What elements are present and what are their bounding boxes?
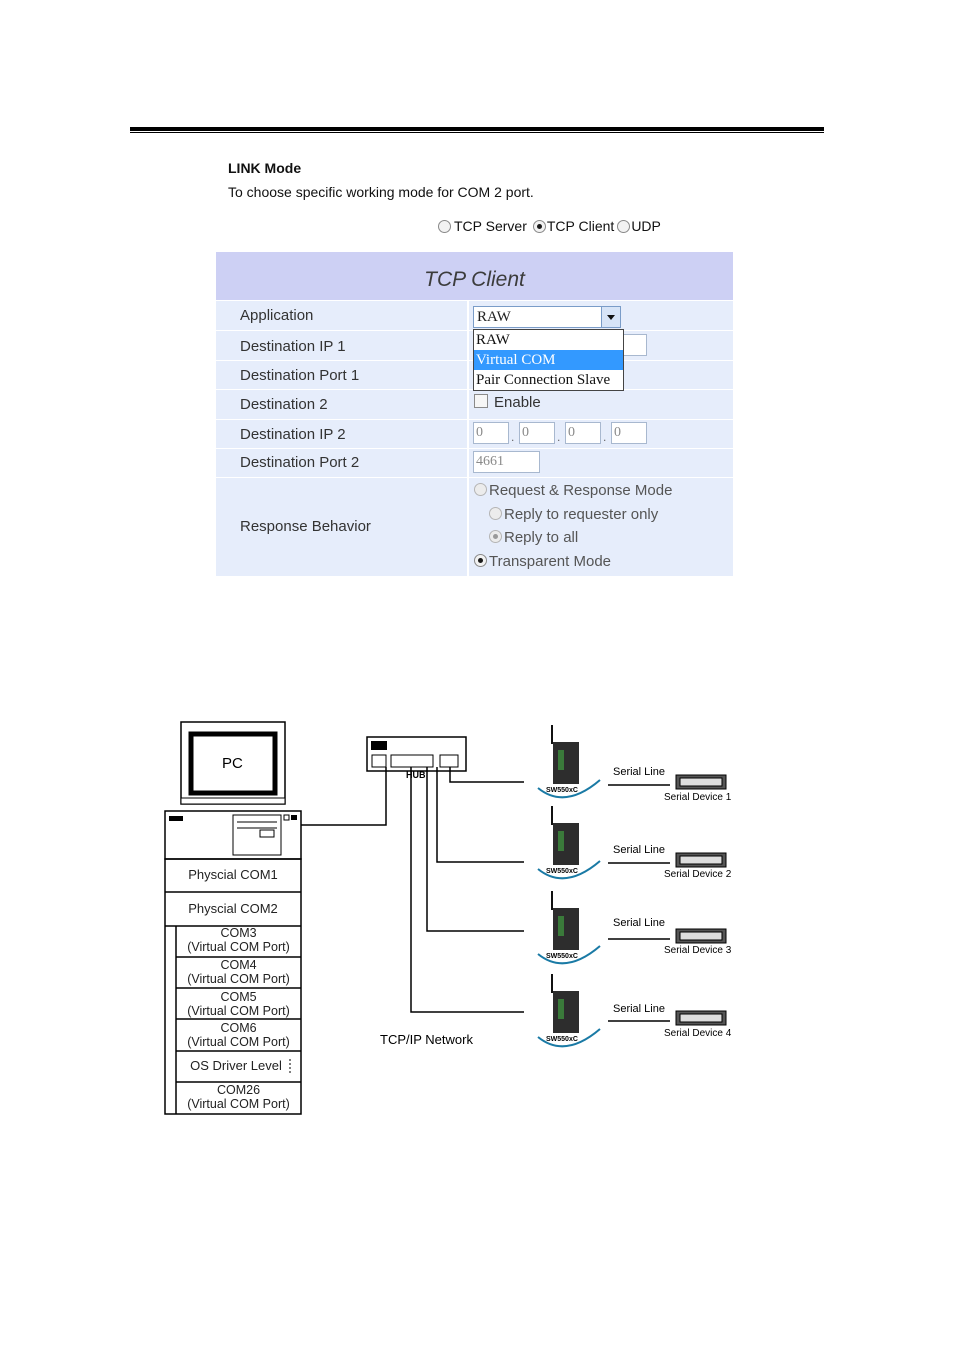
com3-name: COM3 — [220, 926, 257, 940]
pc-monitor-icon — [180, 721, 286, 805]
com-port-physical-2: Physcial COM2 — [188, 901, 278, 916]
com5-type: (Virtual COM Port) — [187, 1004, 290, 1018]
application-label: Application — [240, 307, 314, 324]
network-label: TCP/IP Network — [380, 1032, 473, 1047]
header-rule — [130, 127, 824, 131]
tcp-client-label[interactable]: TCP Client — [546, 218, 615, 234]
dest-port1-label: Destination Port 1 — [240, 367, 360, 384]
ip-separator: . — [603, 430, 607, 444]
com-port-com26: COM26 (Virtual COM Port) — [176, 1083, 301, 1111]
device-model-3: SW550xC — [546, 953, 578, 960]
pc-case-icon — [164, 810, 302, 860]
row-dest-port2: Destination Port 2 — [216, 448, 733, 477]
com-port-com5: COM5 (Virtual COM Port) — [176, 990, 301, 1018]
reply-requester-radio[interactable] — [489, 507, 502, 520]
dropdown-option-raw[interactable]: RAW — [476, 332, 510, 348]
link-mode-description: To choose specific working mode for COM … — [228, 184, 534, 200]
dest2-enable-label: Enable — [494, 394, 541, 411]
reply-all-radio[interactable] — [489, 530, 502, 543]
device-model-4: SW550xC — [546, 1036, 578, 1043]
dest-ip2-octet-2[interactable]: 0 — [519, 422, 555, 444]
com-port-physical-1: Physcial COM1 — [188, 867, 278, 882]
dropdown-option-virtual-com[interactable]: Virtual COM — [474, 350, 623, 370]
serial-device-1-icon — [675, 774, 727, 790]
dest2-enable-checkbox[interactable] — [474, 394, 488, 408]
response-behavior-label: Response Behavior — [240, 518, 371, 535]
serial-device-1-label: Serial Device 1 — [664, 792, 732, 803]
serial-device-2-label: Serial Device 2 — [664, 869, 732, 880]
dest-port2-label: Destination Port 2 — [240, 454, 360, 471]
transparent-mode-radio[interactable] — [474, 554, 487, 567]
serial-line-label-4: Serial Line — [613, 1003, 665, 1015]
com3-type: (Virtual COM Port) — [187, 940, 290, 954]
serial-line-label-1: Serial Line — [613, 766, 665, 778]
hub-label: HUB — [406, 770, 426, 780]
request-response-radio[interactable] — [474, 483, 487, 496]
dest-ip2-octet-1[interactable]: 0 — [473, 422, 509, 444]
serial-device-3-label: Serial Device 3 — [664, 945, 732, 956]
com-port-com3: COM3 (Virtual COM Port) — [176, 926, 301, 954]
os-driver-level: OS Driver Level — [190, 1058, 282, 1073]
dest-ip2-octet-4[interactable]: 0 — [611, 422, 647, 444]
pc-label: PC — [222, 755, 243, 772]
dest2-label: Destination 2 — [240, 396, 328, 413]
application-select[interactable]: RAW — [473, 306, 621, 328]
request-response-label: Request & Response Mode — [489, 482, 673, 499]
header-rule-thin — [130, 132, 824, 133]
dest-ip2-octet-3[interactable]: 0 — [565, 422, 601, 444]
device-model-2: SW550xC — [546, 868, 578, 875]
dest-ip2-label: Destination IP 2 — [240, 426, 346, 443]
com-port-com4: COM4 (Virtual COM Port) — [176, 958, 301, 986]
serial-device-3-icon — [675, 928, 727, 944]
mode-radio-group: TCP Server TCP Client UDP — [438, 218, 664, 234]
transparent-mode-label: Transparent Mode — [489, 553, 612, 570]
udp-label[interactable]: UDP — [631, 218, 661, 234]
com4-type: (Virtual COM Port) — [187, 972, 290, 986]
serial-line-label-2: Serial Line — [613, 844, 665, 856]
com6-name: COM6 — [220, 1021, 257, 1035]
ip-separator: . — [511, 430, 515, 444]
dropdown-option-pair-connection-slave[interactable]: Pair Connection Slave — [476, 372, 611, 388]
com26-name: COM26 — [216, 1083, 261, 1097]
device-server-1 — [537, 725, 601, 799]
reply-requester-label: Reply to requester only — [504, 506, 659, 523]
row-application: Application — [216, 300, 733, 330]
serial-device-4-icon — [675, 1010, 727, 1026]
serial-device-4-label: Serial Device 4 — [664, 1028, 732, 1039]
link-mode-title: LINK Mode — [228, 160, 302, 176]
ip-separator: . — [557, 430, 561, 444]
row-dest-ip2: Destination IP 2 — [216, 419, 733, 448]
device-server-4 — [537, 974, 601, 1048]
hub-icon — [366, 736, 467, 772]
serial-device-2-icon — [675, 852, 727, 868]
application-dropdown-list: RAW Virtual COM Pair Connection Slave — [473, 329, 624, 391]
chevron-down-icon[interactable] — [601, 306, 621, 328]
udp-radio[interactable] — [617, 219, 631, 233]
panel-title: TCP Client — [216, 252, 733, 300]
dest-port2-field[interactable]: 4661 — [473, 451, 540, 473]
tcp-client-radio[interactable] — [532, 219, 546, 233]
device-model-1: SW550xC — [546, 787, 578, 794]
tcp-server-label[interactable]: TCP Server — [454, 218, 527, 234]
com5-name: COM5 — [220, 990, 257, 1004]
device-server-3 — [537, 891, 601, 965]
com6-type: (Virtual COM Port) — [187, 1035, 290, 1049]
tcp-server-radio[interactable] — [438, 219, 451, 233]
device-server-2 — [537, 806, 601, 880]
reply-all-label: Reply to all — [504, 529, 579, 546]
application-select-value: RAW — [477, 309, 511, 325]
row-response: Response Behavior — [216, 477, 733, 576]
com4-name: COM4 — [220, 958, 257, 972]
com26-type: (Virtual COM Port) — [187, 1097, 290, 1111]
dest-ip1-label: Destination IP 1 — [240, 338, 346, 355]
com-port-com6: COM6 (Virtual COM Port) — [176, 1021, 301, 1049]
serial-line-label-3: Serial Line — [613, 917, 665, 929]
